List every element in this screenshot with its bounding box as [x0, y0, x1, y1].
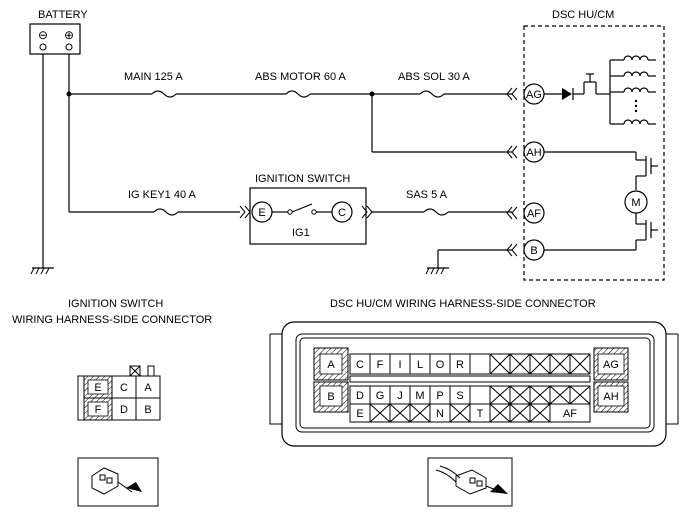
ground-symbol-battery [30, 267, 54, 275]
module-label: DSC HU/CM [552, 9, 614, 21]
dsc-pin-m: M [415, 390, 424, 402]
fuse-main-label: MAIN 125 A [124, 71, 183, 83]
battery-pos-post [65, 43, 73, 51]
ig-pin-f: F [95, 404, 102, 416]
svg-text:C: C [338, 207, 346, 219]
dsc-pin-d: D [356, 390, 364, 402]
solenoid-coils-icon [610, 55, 656, 125]
dsc-connector-title: DSC HU/CM WIRING HARNESS-SIDE CONNECTOR [330, 298, 596, 310]
ig-connector-title-line2: WIRING HARNESS-SIDE CONNECTOR [12, 314, 212, 326]
dsc-pin-t: T [477, 408, 484, 420]
dsc-pin-ah: AH [603, 391, 618, 403]
ig-pin-b: B [144, 404, 151, 416]
svg-text:AF: AF [527, 208, 541, 220]
ignition-connector: E C A F D B [77, 365, 161, 421]
dsc-pin-j: J [397, 390, 403, 402]
ig-pin-d: D [120, 404, 128, 416]
ignition-contact-label: IG1 [292, 227, 310, 239]
fuse-ig-key-label: IG KEY1 40 A [128, 189, 197, 201]
fuse-main-icon [151, 90, 177, 98]
dsc-pin-n: N [436, 408, 444, 420]
battery-negative-icon: ⊖ [38, 28, 48, 42]
dsc-pin-l: L [417, 359, 423, 371]
svg-text:AG: AG [526, 89, 542, 101]
transistor-upper-icon [636, 156, 658, 177]
terminal-af: AF [506, 202, 545, 224]
ignition-switch-box [249, 187, 367, 245]
dsc-pin-p: P [436, 390, 443, 402]
ig-pin-c: C [120, 382, 128, 394]
battery-box [29, 23, 81, 55]
svg-text:B: B [530, 245, 537, 257]
dsc-pin-r: R [456, 359, 464, 371]
diode-icon [562, 88, 574, 100]
dsc-module-box [523, 25, 665, 281]
terminal-b: B [506, 239, 545, 261]
fuse-abs-sol-label: ABS SOL 30 A [398, 71, 470, 83]
dsc-pin-i: I [398, 359, 401, 371]
dsc-pin-s: S [456, 390, 463, 402]
dsc-pin-e: E [356, 408, 363, 420]
terminal-ag: AG [506, 83, 545, 105]
dsc-pin-g: G [376, 390, 385, 402]
transistor-lower-icon [636, 220, 658, 241]
ground-symbol-module [425, 267, 449, 275]
battery-label: BATTERY [38, 9, 88, 21]
dsc-pin-c: C [356, 359, 364, 371]
fuse-abs-motor-label: ABS MOTOR 60 A [255, 71, 347, 83]
dsc-pin-f: F [377, 359, 384, 371]
ig-pin-a: A [144, 382, 152, 394]
connector-view-icon-left [77, 457, 159, 507]
ig-pin-e: E [94, 382, 101, 394]
ig-connector-title-line1: IGNITION SWITCH [68, 298, 163, 310]
dsc-pin-b: B [327, 391, 334, 403]
dsc-pin-o: O [436, 359, 445, 371]
ignition-switch-label: IGNITION SWITCH [255, 173, 350, 185]
relay-switch-icon [583, 73, 597, 94]
connector-view-icon-right [427, 457, 513, 507]
terminal-ah: AH [506, 141, 545, 163]
battery-neg-post [39, 43, 47, 51]
dsc-pin-a: A [327, 359, 335, 371]
svg-text:AH: AH [526, 147, 541, 159]
dsc-pin-ag: AG [603, 359, 619, 371]
fuse-sas-icon [423, 208, 449, 216]
switch-contact-icon [291, 203, 313, 213]
motor-label: M [631, 197, 640, 209]
fuse-ig-key-icon [153, 208, 179, 216]
fuse-abs-motor-icon [285, 90, 311, 98]
fuse-sas-label: SAS 5 A [406, 189, 448, 201]
svg-text:E: E [258, 207, 265, 219]
ign-terminal-c [331, 201, 353, 223]
battery-positive-icon: ⊕ [64, 28, 74, 42]
dsc-pin-af: AF [563, 408, 577, 420]
fuse-abs-sol-icon [419, 90, 445, 98]
dsc-connector: A C F I L O R AG B D G J M P S AH E N T … [269, 321, 679, 447]
